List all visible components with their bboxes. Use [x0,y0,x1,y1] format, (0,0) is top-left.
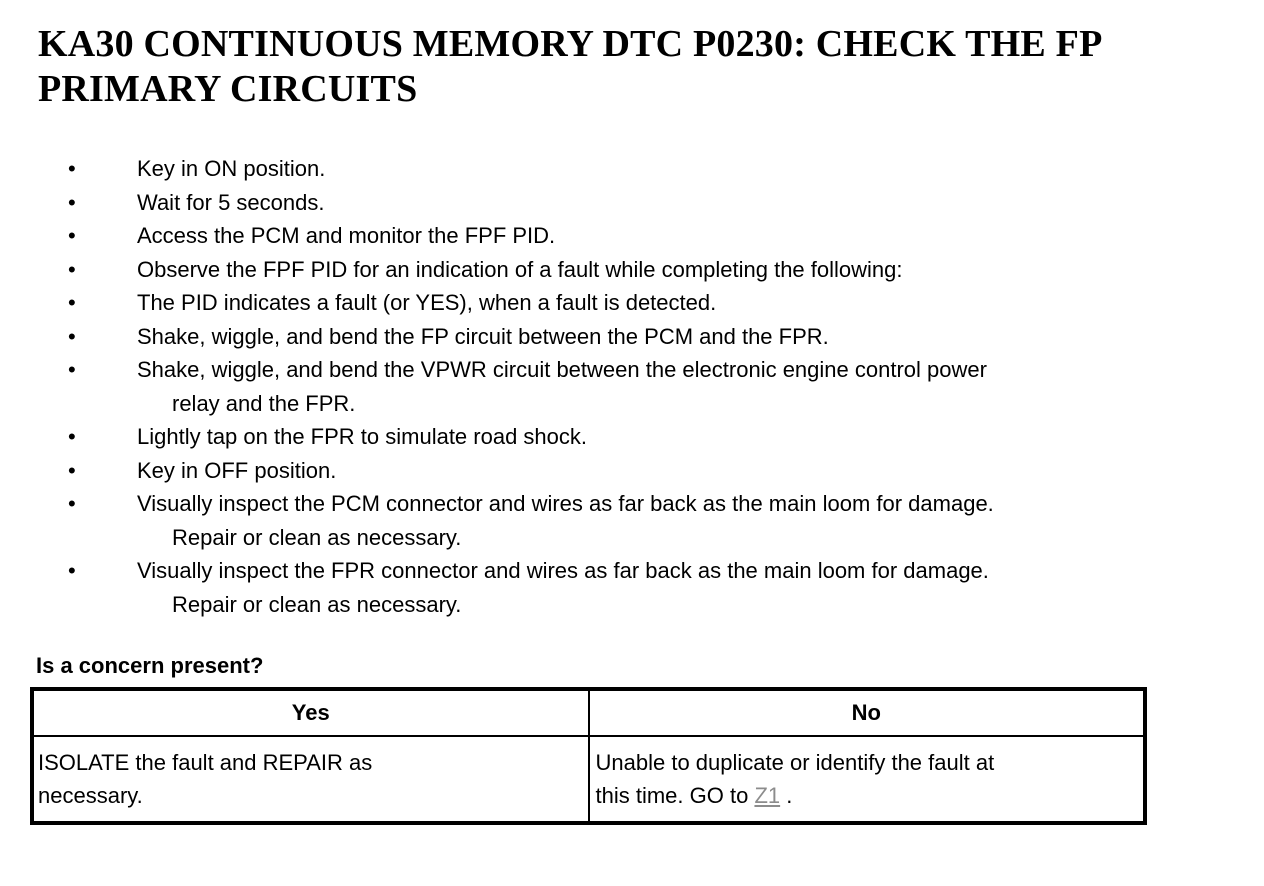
list-item: The PID indicates a fault (or YES), when… [0,286,1264,320]
list-item: Visually inspect the PCM connector and w… [0,487,1264,554]
list-item: Visually inspect the FPR connector and w… [0,554,1264,621]
z1-link[interactable]: Z1 [754,783,781,808]
list-item: Lightly tap on the FPR to simulate road … [0,420,1264,454]
list-item: Key in ON position. [0,152,1264,186]
list-item: Observe the FPF PID for an indication of… [0,253,1264,287]
decision-table: Yes No ISOLATE the fault and REPAIR as n… [30,687,1147,825]
no-action-cell: Unable to duplicate or identify the faul… [587,735,1146,824]
table-header-row: Yes No [31,688,1146,737]
no-action-text-suffix: . [780,783,793,808]
list-item: Shake, wiggle, and bend the VPWR circuit… [0,353,1264,420]
procedure-step-list: Key in ON position. Wait for 5 seconds. … [0,152,1264,621]
no-action-text: Unable to duplicate or identify the faul… [595,750,995,808]
table-header-yes: Yes [31,688,590,737]
document-page: KA30 CONTINUOUS MEMORY DTC P0230: CHECK … [0,22,1264,886]
list-item: Key in OFF position. [0,454,1264,488]
page-title: KA30 CONTINUOUS MEMORY DTC P0230: CHECK … [38,23,1103,110]
table-header-no: No [587,688,1146,737]
list-item: Access the PCM and monitor the FPF PID. [0,219,1264,253]
concern-question: Is a concern present? [36,653,264,678]
table-row: ISOLATE the fault and REPAIR as necessar… [31,735,1146,824]
list-item: Wait for 5 seconds. [0,186,1264,220]
list-item: Shake, wiggle, and bend the FP circuit b… [0,320,1264,354]
yes-action-cell: ISOLATE the fault and REPAIR as necessar… [31,735,590,824]
